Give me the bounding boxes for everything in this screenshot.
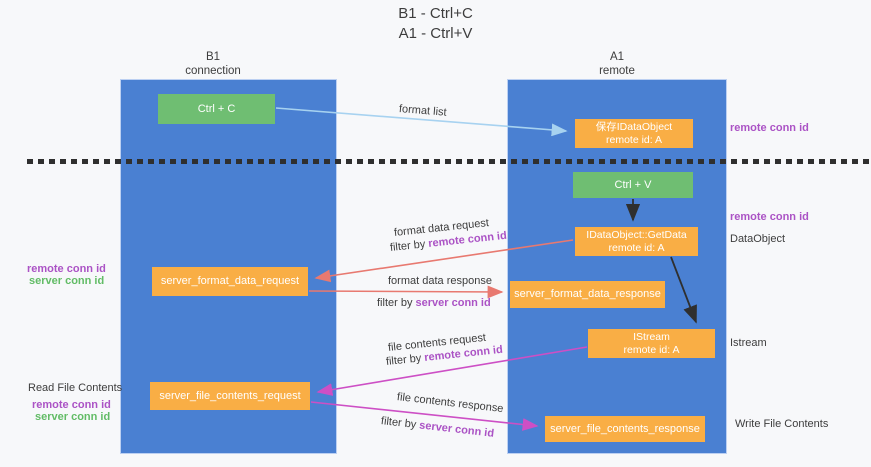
istream-side-label: Istream [730, 337, 767, 349]
file-response-filter-label: filter by server conn id [380, 415, 494, 440]
server-conn-id-text: server conn id [415, 297, 491, 309]
dataobject-label: DataObject [730, 233, 786, 245]
server-conn-id-text: server conn id [418, 419, 495, 440]
istream-node: IStream remote id: A [588, 329, 715, 358]
format-data-response-arrow [308, 285, 504, 299]
lifeline-header-b1: B1 connection [153, 50, 273, 78]
getdata-line2: remote id: A [608, 241, 665, 254]
ctrl-c-node: Ctrl + C [158, 94, 275, 124]
format-request-label: server_format_data_request [160, 275, 300, 287]
lifeline-name: B1 [205, 51, 221, 63]
server-file-contents-response-node: server_file_contents_response [545, 416, 705, 442]
left-remote-conn-id-label: remote conn id [27, 263, 106, 275]
save-dataobject-line2: remote id: A [605, 133, 663, 146]
format-data-response-label: format data response [388, 275, 492, 287]
format-list-label: format list [398, 103, 448, 119]
ctrl-c-label: Ctrl + C [197, 102, 236, 115]
right-remote-conn-id-label: remote conn id [730, 122, 809, 134]
filter-by-text: filter by [389, 238, 429, 254]
save-dataobject-node: 保存IDataObject remote id: A [575, 119, 693, 148]
istream-line2: remote id: A [623, 343, 680, 356]
ctrl-v-node: Ctrl + V [573, 172, 693, 198]
lifeline-role: remote [599, 65, 635, 77]
left-server-conn-id-label: server conn id [29, 275, 105, 287]
right-remote-conn-id-label-2: remote conn id [730, 211, 809, 223]
istream-line1: IStream [633, 330, 670, 343]
left-server-conn-id-label-2: server conn id [35, 411, 111, 423]
file-response-label: server_file_contents_response [550, 422, 700, 435]
diagram-title: B1 - Ctrl+C A1 - Ctrl+V [0, 4, 871, 44]
server-file-contents-request-node: server_file_contents_request [150, 382, 310, 410]
server-format-data-response-node: server_format_data_response [510, 281, 665, 308]
getdata-line1: IDataObject::GetData [586, 228, 687, 241]
lifeline-name: A1 [609, 51, 625, 63]
write-file-contents-label: Write File Contents [735, 418, 829, 430]
dashed-divider-line [27, 159, 871, 164]
lifeline-role: connection [185, 65, 241, 77]
left-remote-conn-id-label-2: remote conn id [32, 399, 111, 411]
server-format-data-request-node: server_format_data_request [152, 267, 308, 296]
title-line-2: A1 - Ctrl+V [398, 25, 473, 42]
title-line-1: B1 - Ctrl+C [398, 5, 473, 22]
format-response-label: server_format_data_response [514, 288, 661, 300]
read-file-contents-label: Read File Contents [28, 382, 123, 394]
file-request-label: server_file_contents_request [159, 389, 301, 402]
filter-by-text: filter by [377, 297, 416, 309]
ctrl-v-label: Ctrl + V [614, 178, 652, 191]
lifeline-header-a1: A1 remote [557, 50, 677, 78]
filter-by-text: filter by [380, 415, 420, 432]
save-dataobject-line1: 保存IDataObject [595, 120, 673, 133]
file-contents-response-label: file contents response [396, 391, 505, 416]
filter-by-text: filter by [385, 352, 425, 368]
format-response-filter-label: filter by server conn id [377, 297, 491, 309]
idataobject-getdata-node: IDataObject::GetData remote id: A [575, 227, 698, 256]
